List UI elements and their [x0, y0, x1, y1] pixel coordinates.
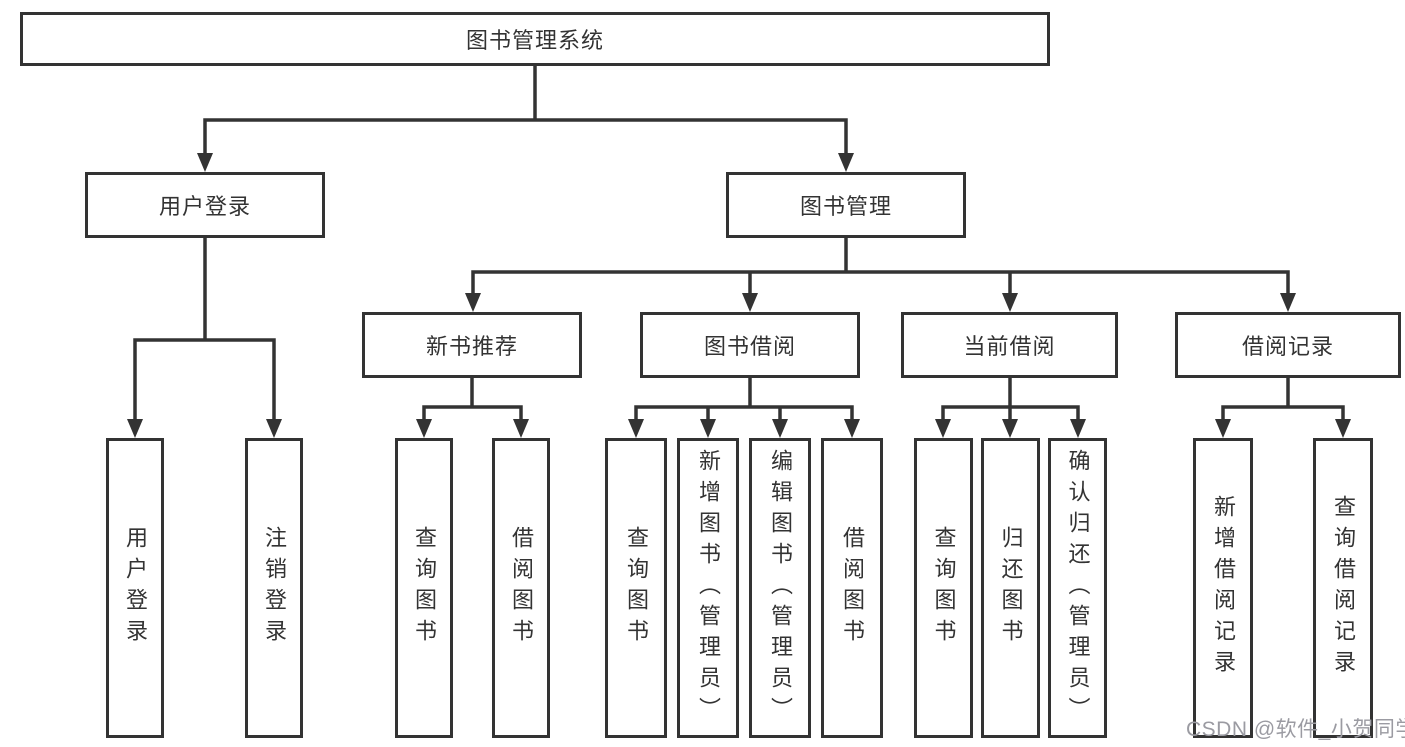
- leaf-query-borrow-record-label: 查询借阅记录: [1331, 495, 1356, 681]
- leaf-edit-books-admin: 编辑图书（管理员）: [749, 438, 811, 738]
- watermark: CSDN @软件_小贺同学: [1186, 718, 1405, 741]
- leaf-query-books-current: 查询图书: [914, 438, 973, 738]
- leaf-query-books-borrow: 查询图书: [605, 438, 667, 738]
- node-root-system: 图书管理系统: [20, 12, 1050, 66]
- leaf-add-books-admin: 新增图书（管理员）: [677, 438, 739, 738]
- node-borrow-records: 借阅记录: [1175, 312, 1401, 378]
- leaf-add-books-admin-label: 新增图书（管理员）: [696, 448, 721, 728]
- edge-level2-branch: [203, 118, 848, 157]
- leaf-return-books: 归还图书: [981, 438, 1040, 738]
- node-new-book-recommend: 新书推荐: [362, 312, 582, 378]
- leaf-logout: 注销登录: [245, 438, 303, 738]
- leaf-query-books-borrow-label: 查询图书: [624, 526, 649, 650]
- leaf-borrow-books-recommend-label: 借阅图书: [509, 526, 534, 650]
- node-user-login: 用户登录: [85, 172, 325, 238]
- leaf-user-login-label: 用户登录: [123, 526, 148, 650]
- leaf-query-books-recommend: 查询图书: [395, 438, 453, 738]
- edge-userlogin-split: [133, 338, 276, 423]
- leaf-borrow-books: 借阅图书: [821, 438, 883, 738]
- leaf-query-borrow-record: 查询借阅记录: [1313, 438, 1373, 738]
- leaf-borrow-books-recommend: 借阅图书: [492, 438, 550, 738]
- leaf-confirm-return-admin: 确认归还（管理员）: [1048, 438, 1107, 738]
- leaf-user-login: 用户登录: [106, 438, 164, 738]
- leaf-query-books-recommend-label: 查询图书: [412, 526, 437, 650]
- edge-bookborrow-split: [634, 405, 854, 423]
- node-book-management: 图书管理: [726, 172, 966, 238]
- leaf-logout-label: 注销登录: [262, 526, 287, 650]
- leaf-edit-books-admin-label: 编辑图书（管理员）: [768, 448, 793, 728]
- leaf-confirm-return-admin-label: 确认归还（管理员）: [1065, 448, 1091, 728]
- leaf-borrow-books-label: 借阅图书: [840, 526, 865, 650]
- arrowheads: [127, 153, 1351, 438]
- node-current-borrow: 当前借阅: [901, 312, 1118, 378]
- edge-records-split: [1221, 405, 1345, 423]
- leaf-return-books-label: 归还图书: [998, 526, 1024, 650]
- edge-level3-branch: [471, 270, 1290, 297]
- leaf-query-books-current-label: 查询图书: [931, 526, 957, 650]
- leaf-add-borrow-record-label: 新增借阅记录: [1211, 495, 1236, 681]
- edge-newbook-split: [422, 405, 523, 423]
- node-book-borrow: 图书借阅: [640, 312, 860, 378]
- leaf-add-borrow-record: 新增借阅记录: [1193, 438, 1253, 738]
